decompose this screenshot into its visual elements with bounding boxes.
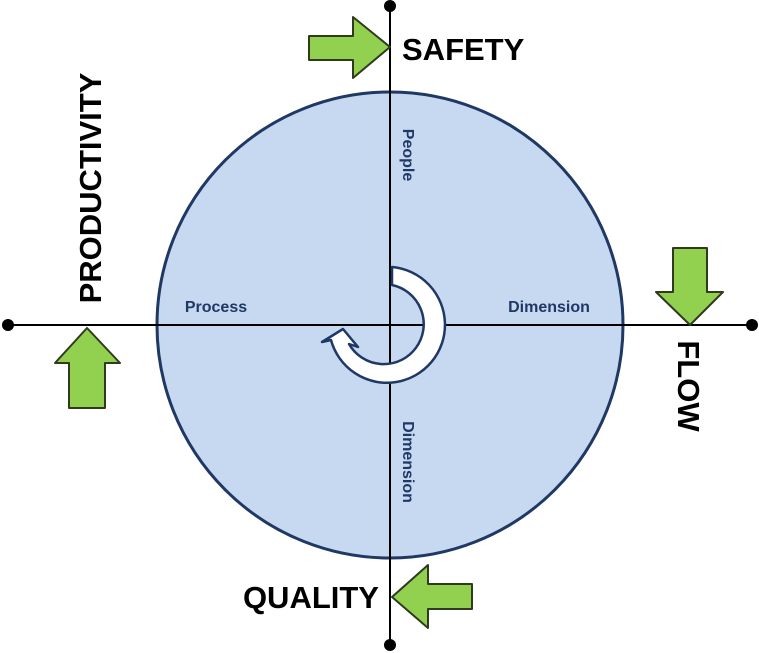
label-quality: QUALITY <box>243 580 379 615</box>
inner-label-dimension-right: Dimension <box>508 299 590 316</box>
arrow-up-icon <box>54 327 121 409</box>
axis-end-dot-right <box>746 319 758 331</box>
inner-label-process: Process <box>185 299 247 316</box>
inner-label-people: People <box>399 129 416 182</box>
label-productivity: PRODUCTIVITY <box>73 72 108 303</box>
arrow-left-icon <box>391 564 473 629</box>
axis-end-dot-top <box>384 0 396 12</box>
circular-arrow-icon <box>320 265 447 385</box>
axis-end-dot-left <box>2 319 14 331</box>
axis-end-dot-bottom <box>384 639 396 651</box>
label-safety: SAFETY <box>402 32 525 67</box>
inner-label-dimension-bottom: Dimension <box>399 421 416 503</box>
label-flow: FLOW <box>671 340 706 432</box>
arrow-right-icon <box>308 16 391 79</box>
arrow-down-icon <box>655 247 724 326</box>
